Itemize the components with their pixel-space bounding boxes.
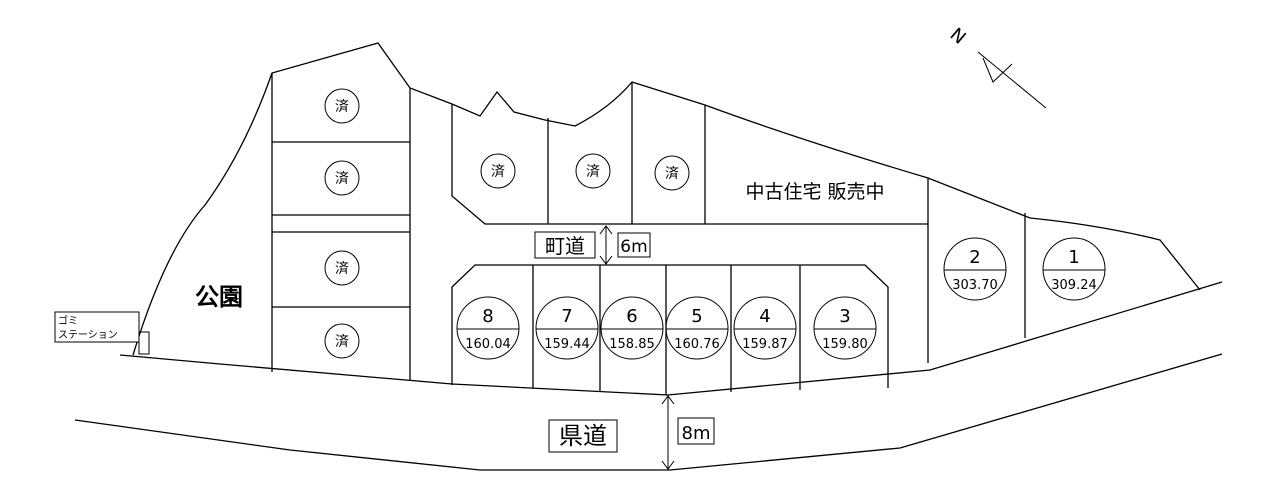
sold-lot-marker: 済 — [324, 323, 360, 359]
lot-number: 5 — [691, 306, 702, 327]
lot-marker-5: 5 160.76 — [665, 296, 729, 360]
town-road-width-label: 6m — [620, 237, 647, 257]
north-arrow-icon: N — [946, 24, 1047, 109]
sold-mark: 済 — [491, 164, 505, 180]
lot-number: 3 — [839, 306, 850, 327]
sold-lots-column-grid — [271, 73, 411, 380]
lot-area: 160.04 — [465, 337, 511, 352]
prefectural-road-south-edge — [74, 353, 1223, 471]
sold-mark: 済 — [335, 261, 349, 277]
sold-lot-marker: 済 — [480, 153, 516, 189]
north-label: N — [946, 24, 970, 49]
lot-marker-3: 3 159.80 — [813, 296, 877, 360]
lots-1-2-grid — [927, 178, 1026, 363]
lot-area: 159.80 — [822, 337, 868, 352]
sold-lot-marker: 済 — [654, 155, 690, 191]
park-label: 公園 — [195, 283, 243, 311]
sold-lot-marker: 済 — [324, 160, 360, 196]
town-road-label-box — [534, 231, 596, 259]
sold-mark: 済 — [335, 334, 349, 350]
sold-lot-marker: 済 — [324, 88, 360, 124]
lot-marker-4: 4 159.87 — [733, 296, 797, 360]
lot-number: 1 — [1068, 247, 1079, 268]
garbage-station-label-2: ステーション — [58, 330, 118, 341]
lot-marker-1: 1 309.24 — [1042, 237, 1106, 301]
lot-marker-7: 7 159.44 — [535, 296, 599, 360]
sold-lot-marker: 済 — [324, 250, 360, 286]
prefectural-road-width-box — [677, 417, 715, 445]
lot-area: 160.76 — [674, 337, 720, 352]
sold-lot-marker: 済 — [575, 153, 611, 189]
lot-number: 2 — [969, 247, 980, 268]
lot-area: 303.70 — [952, 278, 998, 293]
lots-3-8-block — [451, 264, 889, 388]
sold-mark: 済 — [335, 171, 349, 187]
lot-marker-8: 8 160.04 — [456, 296, 520, 360]
sold-mark: 済 — [586, 164, 600, 180]
prefectural-road-label-box — [548, 419, 618, 453]
sold-mark: 済 — [335, 99, 349, 115]
lot-number: 4 — [759, 306, 770, 327]
prefectural-road-north-edge — [119, 281, 1223, 396]
prefectural-road-width-label: 8m — [682, 423, 711, 444]
garbage-station-marker — [138, 331, 150, 355]
lot-marker-6: 6 158.85 — [600, 296, 664, 360]
lot-marker-2: 2 303.70 — [943, 237, 1007, 301]
prefectural-road-label: 県道 — [559, 422, 607, 450]
lot-number: 7 — [561, 306, 572, 327]
lot-area: 159.87 — [742, 337, 788, 352]
lot-area: 158.85 — [609, 337, 655, 352]
lot-number: 8 — [482, 306, 493, 327]
site-boundary — [132, 42, 1201, 356]
lot-area: 159.44 — [544, 337, 590, 352]
garbage-station-box — [54, 311, 140, 343]
lot-number: 6 — [626, 306, 637, 327]
prefectural-road-width-arrow — [661, 395, 675, 470]
town-road-width-box — [617, 232, 651, 258]
upper-lots-grid — [451, 82, 928, 225]
lot-area: 309.24 — [1051, 278, 1097, 293]
garbage-station-label-1: ゴミ — [58, 314, 78, 327]
town-road-width-arrow — [599, 225, 613, 265]
town-road-label: 町道 — [545, 234, 585, 258]
used-house-label: 中古住宅 販売中 — [745, 181, 884, 203]
sold-mark: 済 — [665, 166, 679, 182]
